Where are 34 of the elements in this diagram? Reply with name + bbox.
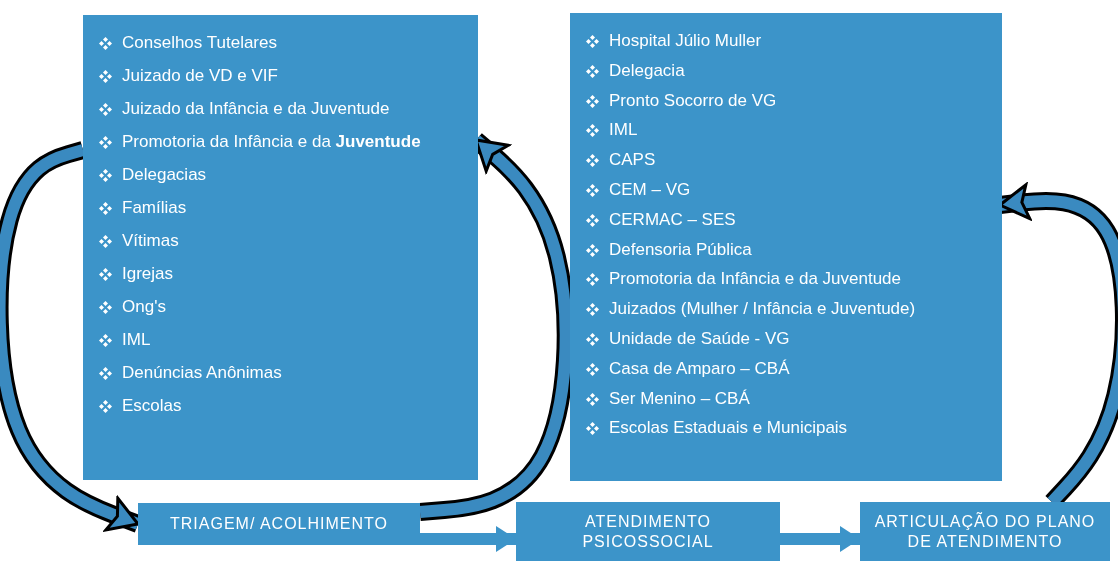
process-box [138,503,420,545]
list-item-text: Hospital Júlio Muller [609,31,762,51]
list-item-text: CERMAC – SES [609,209,736,230]
list-item-text: Unidade de Saúde - VG [609,328,790,349]
list-item-text: Vítimas [122,231,179,251]
list-panel [83,15,478,480]
step-label: ATENDIMENTO PSICOSSOCIAL [581,511,715,552]
list-item-text: Escolas Estaduais e Municipais [609,418,848,439]
list-item-text: Juizado da Infância e da Juventude [122,99,390,119]
list-item-text: Juizados (Mulher / Infância e Juventude) [609,299,916,320]
step-label: TRIAGEM/ ACOLHIMENTO [170,514,388,534]
process-box [516,502,780,561]
list-item-text: CEM – VG [609,180,691,200]
list-item-text: Delegacias [122,165,207,185]
list-item-text: Juizado de VD e VIF [122,66,278,86]
list-item-text: Casa de Amparo – CBÁ [609,358,790,379]
process-box [860,502,1110,561]
list-item-text: CAPS [609,150,656,171]
list-item-text: Ser Menino – CBÁ [609,388,750,409]
list-item-text: Pronto Socorro de VG [609,90,777,111]
list-item-text: Denúncias Anônimas [122,363,282,383]
list-item-text: Promotoria da Infância e da Juventude [609,269,902,290]
list-item-text: Conselhos Tutelares [122,33,277,53]
list-item-text: IML [122,330,151,350]
list-item-text: Defensoria Pública [609,239,752,260]
list-item-text: IML [609,120,638,141]
list-panel [570,13,1002,481]
list-item-text: Escolas [122,396,182,416]
list-item-text: Famílias [122,198,187,218]
list-item-text: Delegacia [609,60,685,81]
list-item-text: Ong's [122,297,166,317]
step-label: ARTICULAÇÃO DO PLANO DE ATENDIMENTO [873,511,1097,552]
list-item-text: Promotoria da Infância e da Juventude [122,132,421,152]
list-item-text: Igrejas [122,264,174,284]
